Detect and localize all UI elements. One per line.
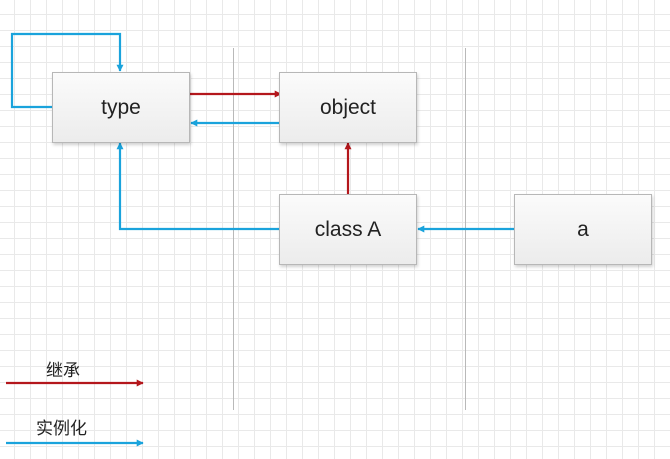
- edge-classa-to-type-instantiation: [116, 142, 279, 231]
- node-object[interactable]: object: [279, 72, 417, 143]
- legend-instantiation-label: 实例化: [36, 419, 87, 439]
- legend-inheritance-label: 继承: [46, 361, 80, 381]
- node-a[interactable]: a: [514, 194, 652, 265]
- node-type[interactable]: type: [52, 72, 190, 143]
- node-class-a-label: class A: [314, 217, 382, 241]
- node-class-a[interactable]: class A: [279, 194, 417, 265]
- node-a-label: a: [577, 217, 589, 241]
- edge-type-self-instantiation: [10, 32, 124, 109]
- node-type-label: type: [101, 95, 141, 119]
- node-object-label: object: [319, 95, 377, 119]
